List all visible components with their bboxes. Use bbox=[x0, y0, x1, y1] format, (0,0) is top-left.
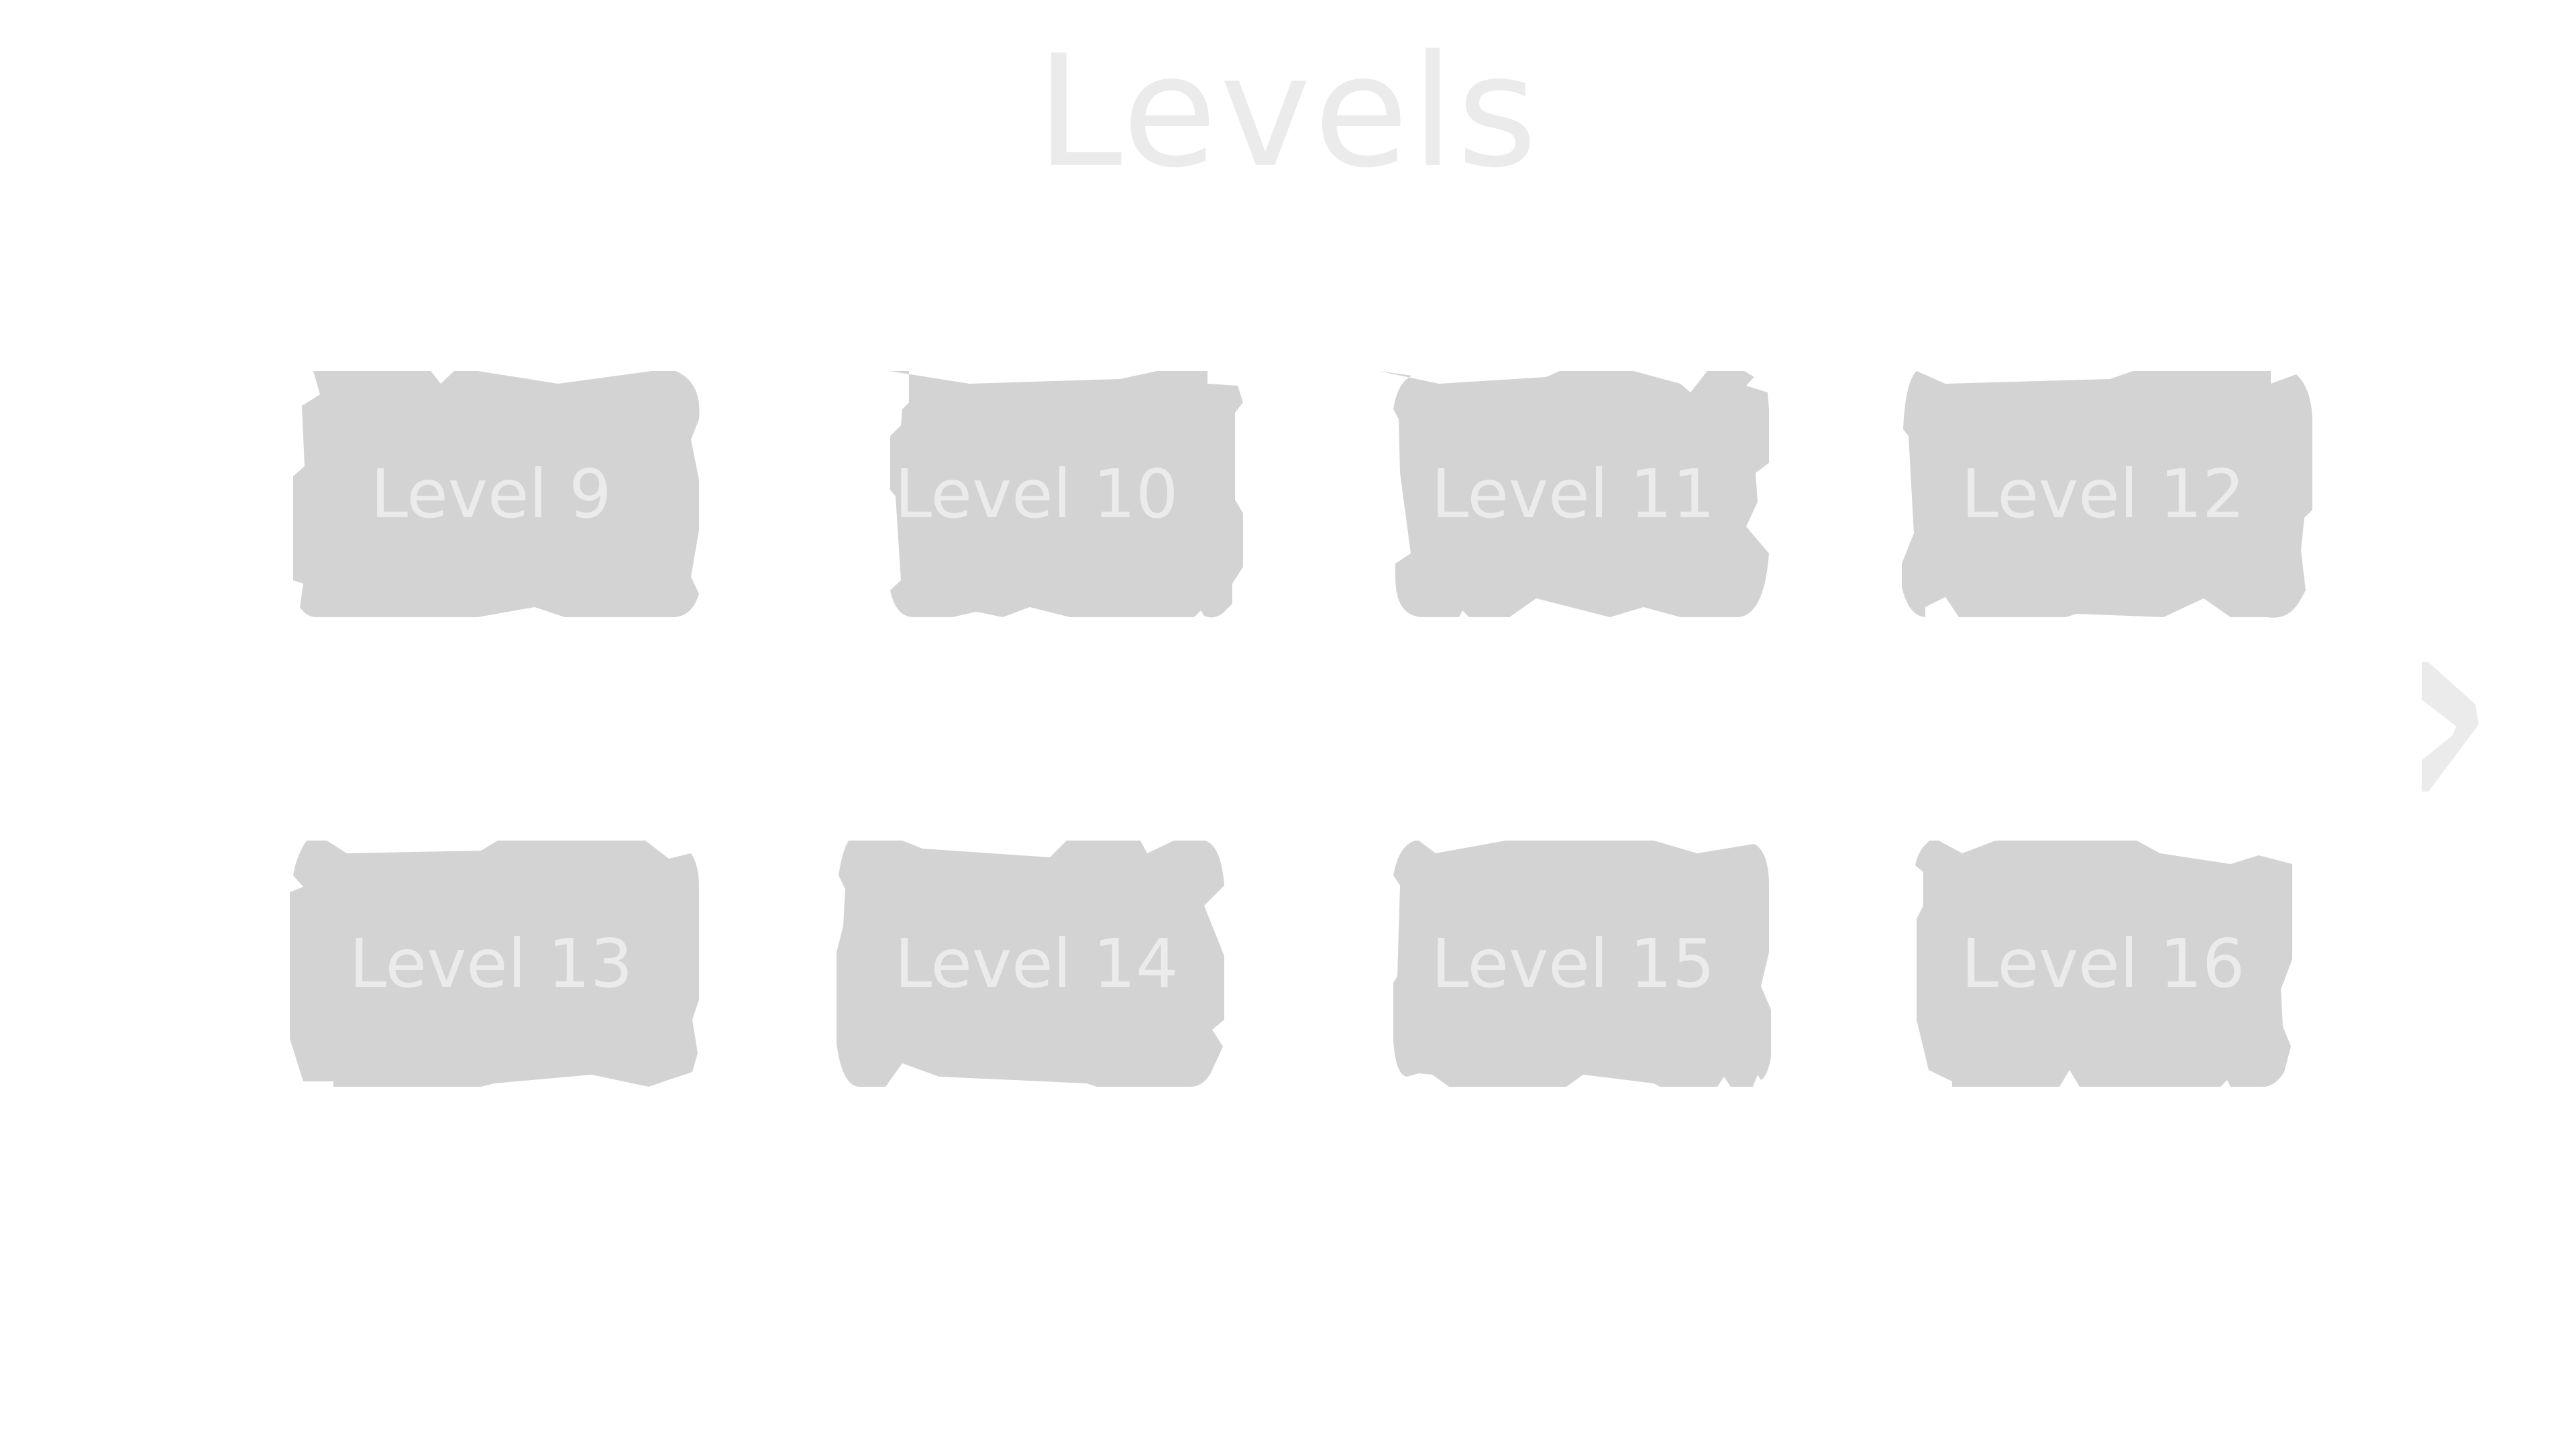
level-button-12[interactable]: Level 12 bbox=[1888, 369, 2318, 619]
level-button-13[interactable]: Level 13 bbox=[276, 839, 706, 1088]
level-button-16[interactable]: Level 16 bbox=[1888, 839, 2318, 1088]
level-plate-shape bbox=[1379, 371, 1769, 617]
level-button-11[interactable]: Level 11 bbox=[1358, 369, 1788, 619]
level-plate-shape bbox=[293, 371, 700, 617]
level-plate-shape bbox=[837, 841, 1224, 1087]
level-plate-shape bbox=[1902, 371, 2312, 618]
level-plate-shape bbox=[1915, 841, 2292, 1087]
page-title: Levels bbox=[1036, 23, 1540, 202]
level-button-10[interactable]: Level 10 bbox=[822, 369, 1251, 619]
next-page-button[interactable] bbox=[2415, 661, 2490, 795]
level-button-15[interactable]: Level 15 bbox=[1358, 839, 1788, 1088]
level-button-14[interactable]: Level 14 bbox=[822, 839, 1251, 1088]
level-button-9[interactable]: Level 9 bbox=[276, 369, 706, 619]
level-plate-shape bbox=[290, 841, 699, 1087]
level-plate-shape bbox=[1389, 841, 1771, 1087]
chevron-right-icon bbox=[2422, 662, 2479, 792]
level-plate-shape bbox=[859, 371, 1243, 618]
